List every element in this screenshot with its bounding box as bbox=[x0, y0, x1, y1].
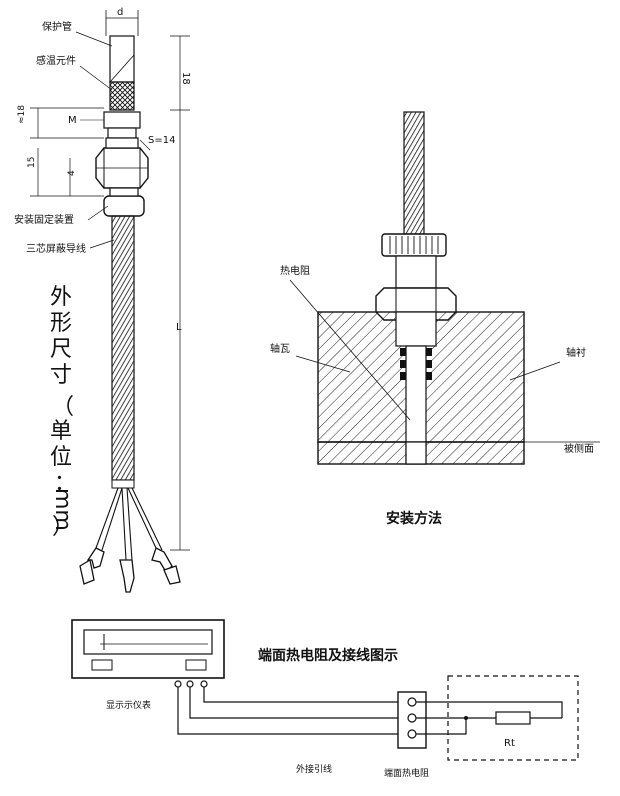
wiring-figure: Rt 端面热电阻及接线图示 显示示仪表 外接引线 端面热电阻 bbox=[71, 619, 579, 779]
install-cable bbox=[403, 111, 425, 235]
label-rtd: 热电阻 bbox=[280, 264, 310, 277]
label-bearing-lining: 轴衬 bbox=[566, 346, 586, 359]
label-measured-surface: 被侧面 bbox=[564, 442, 594, 455]
dim-4-label: 4 bbox=[67, 170, 77, 176]
dim-d-label: d bbox=[117, 7, 123, 18]
label-shielded-wire: 三芯屏蔽导线 bbox=[26, 242, 86, 255]
label-display: 显示示仪表 bbox=[106, 699, 151, 711]
dim-S-label: S=14 bbox=[148, 135, 175, 146]
svg-text:单: 单 bbox=[50, 419, 72, 444]
label-sensing-element: 感温元件 bbox=[36, 54, 76, 67]
svg-text:尺: 尺 bbox=[50, 337, 72, 362]
sensor-dashed-box bbox=[447, 675, 579, 761]
svg-text:寸: 寸 bbox=[50, 363, 72, 388]
dim-15-label: 15 bbox=[27, 157, 37, 168]
dim-L-label: L bbox=[176, 322, 182, 333]
label-rt: Rt bbox=[504, 738, 515, 749]
rt-resistor bbox=[495, 711, 531, 725]
fork-terminals bbox=[79, 547, 181, 593]
svg-text:：: ： bbox=[54, 471, 76, 496]
outline-title-vertical: 外 形 尺 寸 （ 单 位 ： mm ） bbox=[50, 285, 76, 540]
dim-M-label: M bbox=[68, 115, 77, 126]
svg-text:（: （ bbox=[52, 395, 74, 420]
shielded-wire bbox=[111, 215, 135, 481]
external-leads bbox=[177, 687, 410, 735]
dim-approx-18-label: ≈18 bbox=[17, 105, 27, 124]
svg-text:外: 外 bbox=[50, 285, 72, 310]
svg-text:）: ） bbox=[52, 515, 74, 540]
dim-18-label: 18 bbox=[180, 72, 191, 85]
label-mounting-device: 安装固定装置 bbox=[14, 213, 74, 226]
installation-figure: 热电阻 轴瓦 轴衬 被侧面 安装方法 bbox=[270, 111, 600, 527]
sensing-element bbox=[109, 81, 135, 111]
thread-nut-upper bbox=[103, 111, 141, 129]
label-terminal: 端面热电阻 bbox=[384, 767, 429, 779]
bearing-block bbox=[317, 311, 525, 465]
outline-figure: d bbox=[14, 7, 191, 593]
install-caption: 安装方法 bbox=[386, 510, 442, 527]
label-bearing-shell: 轴瓦 bbox=[270, 342, 290, 355]
mounting-ring bbox=[103, 195, 145, 217]
svg-text:mm: mm bbox=[50, 488, 75, 531]
wiring-title: 端面热电阻及接线图示 bbox=[258, 647, 398, 664]
label-external-lead: 外接引线 bbox=[296, 763, 332, 775]
lead-wires bbox=[95, 487, 163, 561]
label-protective-tube: 保护管 bbox=[42, 20, 72, 33]
svg-text:位: 位 bbox=[50, 445, 72, 470]
svg-text:形: 形 bbox=[50, 311, 72, 336]
